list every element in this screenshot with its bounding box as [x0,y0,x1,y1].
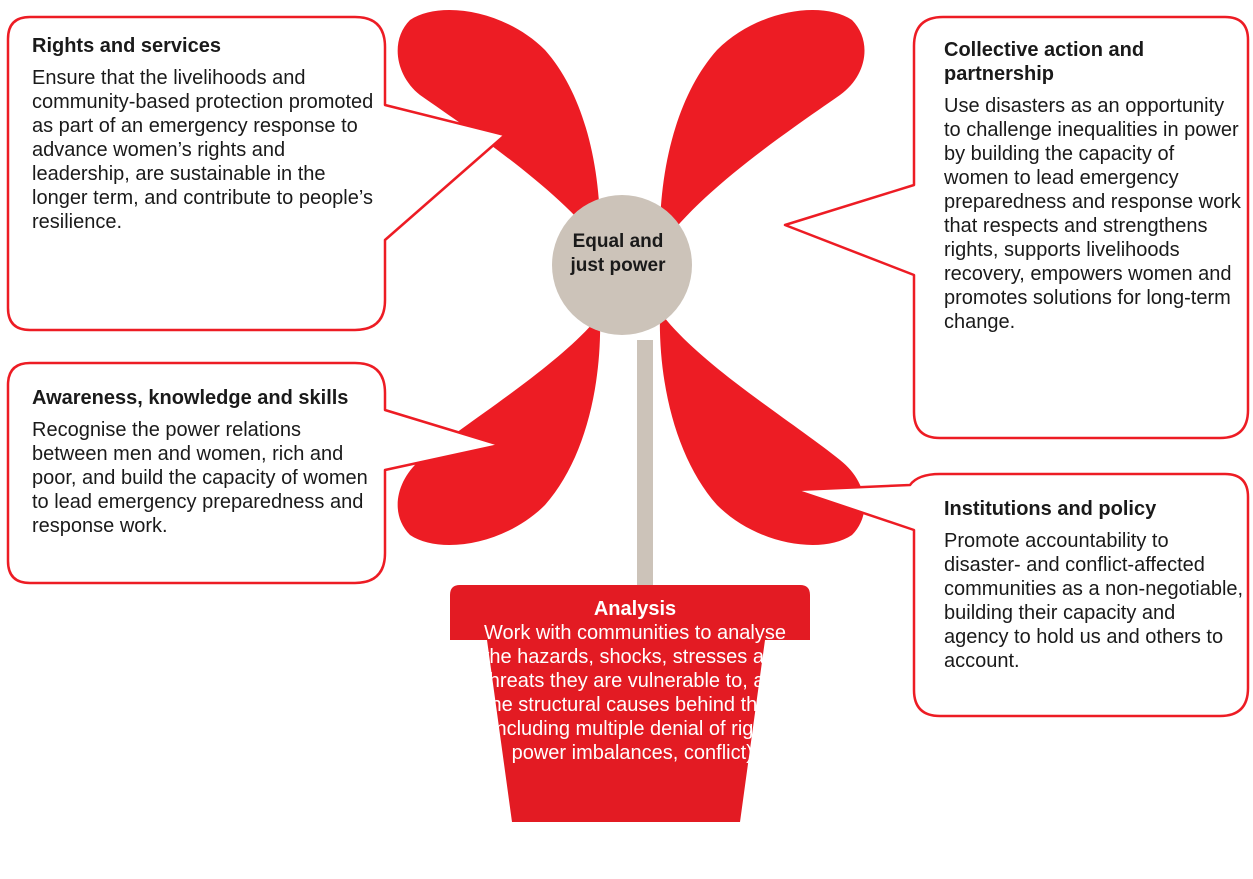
callout-institutions-box [793,472,1250,718]
petal-bottom-left [397,315,601,545]
callout-collective-title: Collective action and partnership [944,39,1145,85]
pot-title: Analysis [593,598,677,620]
callout-awareness-body: Recognise the power relations between me… [32,419,368,537]
pot-text: Analysis Work with communities to analys… [470,597,800,765]
pot-body: Work with communities to analyse the haz… [483,622,787,764]
callout-collective-box [783,15,1250,440]
callout-awareness-title: Awareness, knowledge and skills [32,387,349,409]
callout-collective: Collective action and partnership Use di… [944,38,1244,334]
callout-rights: Rights and services Ensure that the live… [32,34,377,234]
callout-awareness: Awareness, knowledge and skills Recognis… [32,386,377,538]
callout-institutions-body: Promote accountability to disaster- and … [944,530,1244,672]
callout-institutions: Institutions and policy Promote accounta… [944,497,1244,673]
callout-rights-title: Rights and services [32,35,221,57]
petal-top-right [659,10,865,248]
flower-stem [637,340,653,590]
petal-bottom-right [659,312,865,545]
callout-institutions-title: Institutions and policy [944,498,1157,520]
flower-pot [450,585,810,822]
flower-center [552,195,692,335]
callout-rights-body: Ensure that the livelihoods and communit… [32,67,374,233]
callout-awareness-box [6,361,502,585]
callout-rights-box [6,15,507,332]
flower-center-label: Equal and just power [570,231,666,276]
petal-top-left [397,10,601,245]
callout-collective-body: Use disasters as an opportunity to chall… [944,95,1241,333]
